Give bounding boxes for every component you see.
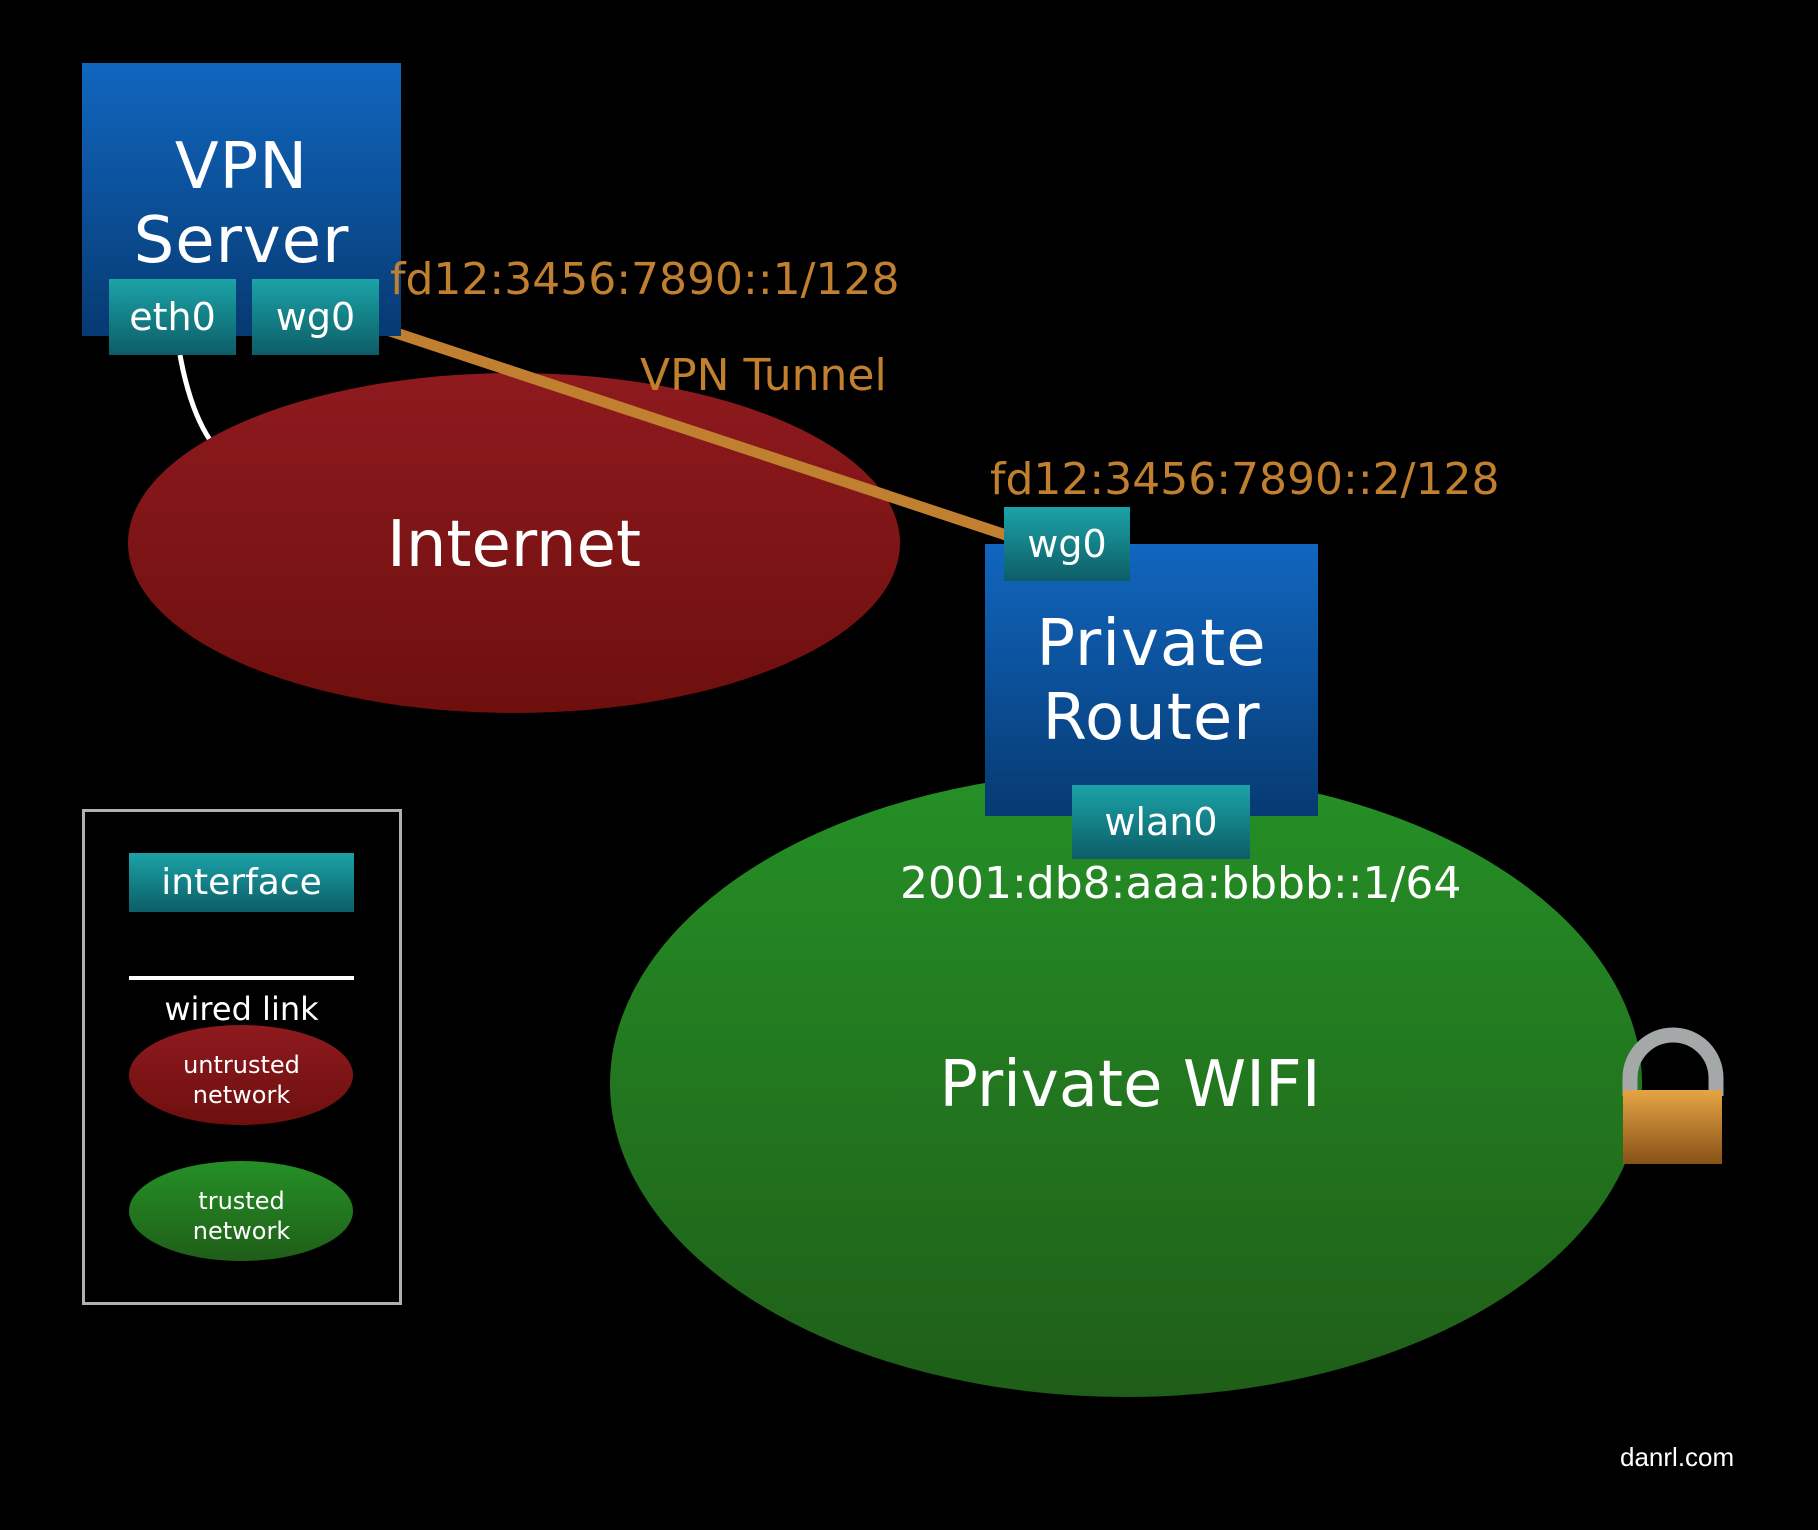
router-title-2: Router	[1042, 681, 1261, 755]
vpn-tunnel-label: VPN Tunnel	[640, 350, 887, 401]
wired-link-eth0	[177, 354, 213, 442]
credit-text[interactable]: danrl.com	[1620, 1442, 1735, 1472]
lock-icon	[1622, 1027, 1724, 1164]
legend-trusted-line2: network	[192, 1217, 291, 1245]
private-wifi-label: Private WIFI	[939, 1048, 1321, 1122]
router-wg0-address: fd12:3456:7890::2/128	[990, 454, 1500, 505]
vpn-server-title-2: Server	[133, 204, 350, 278]
legend-untrusted-line2: network	[192, 1081, 291, 1109]
vpn-server-eth0[interactable]: eth0	[109, 279, 236, 355]
internet-ellipse	[128, 373, 900, 713]
legend-interface-swatch: interface	[129, 853, 354, 912]
legend-box	[82, 809, 402, 1305]
legend-trusted-label: trusted network	[129, 1186, 354, 1246]
legend-wired-label: wired link	[164, 990, 319, 1028]
router-wg0[interactable]: wg0	[1004, 507, 1130, 581]
private-router-box: Private Router	[985, 544, 1318, 816]
private-wifi-ellipse	[610, 771, 1642, 1397]
vpn-server-title-1: VPN	[174, 130, 309, 204]
legend-trusted-swatch	[129, 1161, 353, 1261]
legend-untrusted-line1: untrusted	[183, 1051, 300, 1079]
router-title-1: Private	[1036, 607, 1267, 681]
legend-untrusted-swatch	[129, 1025, 353, 1125]
vpn-tunnel-line	[376, 321, 1008, 541]
router-wlan0[interactable]: wlan0	[1072, 785, 1250, 859]
legend-untrusted-label: untrusted network	[129, 1050, 354, 1110]
legend-trusted-line1: trusted	[198, 1187, 285, 1215]
internet-label: Internet	[386, 508, 642, 582]
router-wlan0-address: 2001:db8:aaa:bbbb::1/64	[900, 858, 1462, 909]
vpn-server-wg0[interactable]: wg0	[252, 279, 379, 355]
vpn-server-wg0-address: fd12:3456:7890::1/128	[390, 254, 900, 305]
